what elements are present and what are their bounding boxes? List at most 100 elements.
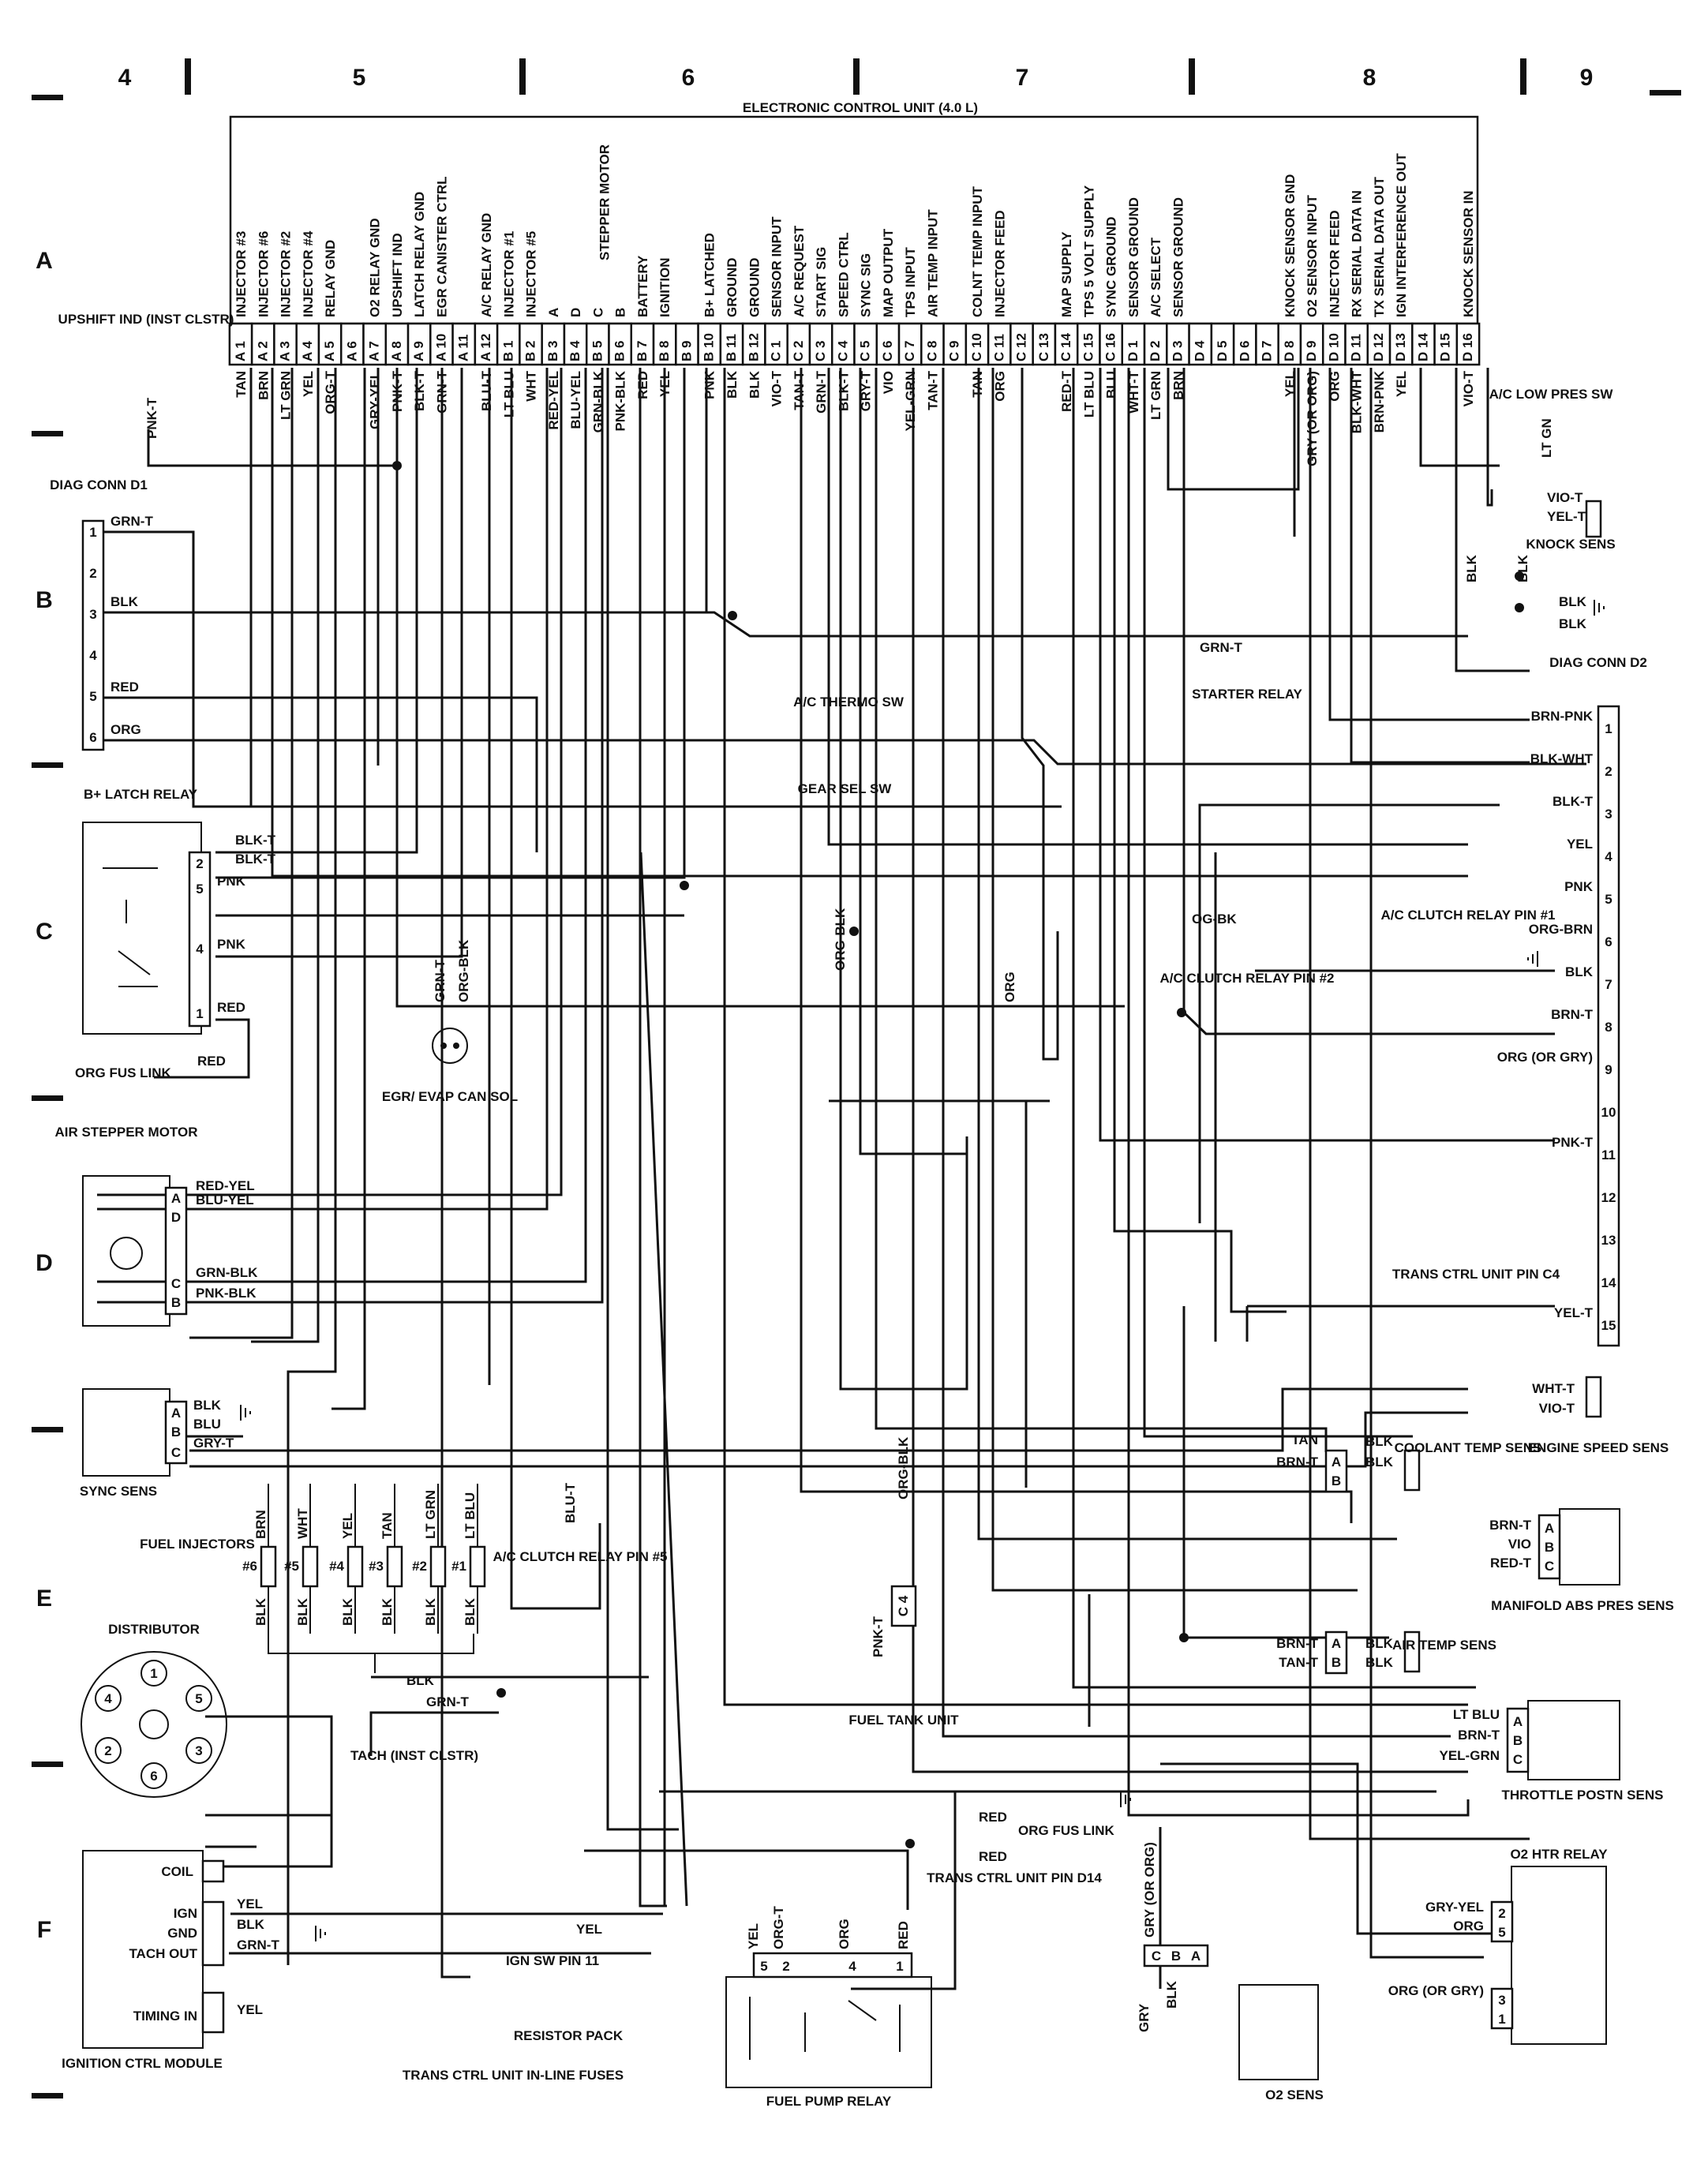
ecu-pin-id: C 15 (1081, 333, 1096, 361)
ecu-pin-wire: GRN-BLK (590, 370, 605, 432)
ecu-pin-wire: BRN-PNK (1372, 370, 1387, 432)
stepper-pin: D (171, 1210, 181, 1225)
ecu-pin-function: INJECTOR FEED (1327, 210, 1342, 317)
o2h-title: O2 HTR RELAY (1510, 1847, 1608, 1862)
ecu-pin-wire: BLK (725, 370, 740, 399)
ecu-pin-id: A 12 (478, 334, 493, 361)
d1-pin: 2 (89, 566, 96, 581)
d1-pin: 6 (89, 730, 96, 745)
stepper-wire: BLU-YEL (196, 1192, 254, 1207)
o2-title: O2 SENS (1265, 2087, 1324, 2102)
ecu-pin-id: A 9 (411, 341, 426, 361)
ecu-pin-cell (1299, 322, 1324, 366)
ecu-pin-wire: ORG-T (323, 370, 338, 414)
distributor-terminal-number: 6 (150, 1769, 157, 1784)
ecu-pin-function: TPS INPUT (903, 247, 918, 317)
injector-bottom-wire: BLK (253, 1597, 268, 1626)
latch-pin: 2 (196, 856, 203, 871)
ecu-pin-wire: YEL-GRN (903, 371, 918, 432)
ecu-pin-id: B 1 (500, 341, 515, 361)
cool-wire: BLK (1365, 1434, 1394, 1449)
air-wire: BRN-T (1276, 1636, 1318, 1651)
d2-wire: PNK-T (1552, 1135, 1594, 1150)
ecu-pin-id: C 13 (1036, 333, 1051, 361)
fp-wire: ORG-T (771, 1906, 786, 1949)
ecu-pin-cell (1054, 322, 1079, 366)
d2-pin: 5 (1605, 892, 1612, 907)
stepper-motor-bracket-label: STEPPER MOTOR (597, 144, 612, 260)
ecu-pin-function: A/C SELECT (1148, 237, 1163, 317)
d2-pin: 3 (1605, 807, 1612, 822)
upshift-ind: UPSHIFT IND (INST CLSTR) PNK-T (58, 312, 234, 439)
egr-label: EGR/ EVAP CAN SOL (382, 1089, 518, 1104)
ecu-pin-function: AIR TEMP INPUT (925, 209, 940, 317)
starter-relay: STARTER RELAY (1192, 687, 1302, 702)
ecu-pin-wire: PNK (702, 370, 717, 399)
ecu-pin-id: A 6 (344, 341, 359, 361)
ecu-pin-wire: BLK-WHT (1350, 370, 1365, 433)
distributor-terminal (185, 1737, 212, 1764)
ecu-pin-id: D 2 (1148, 341, 1163, 361)
ecu-pin-wire: WHT-T (1126, 370, 1141, 413)
ecu-pin-function: SYNC SIG (859, 253, 874, 317)
tank-wire: C 4 (896, 1595, 911, 1616)
trans-d14: TRANS CTRL UNIT PIN D14 (927, 1870, 1102, 1885)
upshift-label: UPSHIFT IND (INST CLSTR) (58, 312, 234, 327)
bottom-labels: IGN SW PIN 11 YEL RESISTOR PACK TRANS CT… (403, 1436, 1115, 2083)
ecu-pin-wire: GRY-YEL (368, 371, 383, 429)
d1-wire: ORG (110, 722, 141, 737)
air-pin: A (1332, 1636, 1341, 1651)
ecu-pin-wire: WHT (524, 370, 539, 401)
d2-wire: YEL (1567, 837, 1593, 852)
cool-pin: A (1332, 1455, 1341, 1469)
o2h-wire: ORG (1453, 1919, 1484, 1934)
ecu-pin-id: D 4 (1193, 340, 1208, 361)
air-temp: AIR TEMP SENS (1392, 1638, 1496, 1653)
d2-pin: 15 (1601, 1318, 1616, 1333)
ecu-pin-id: B 2 (523, 341, 538, 361)
d2-pin: 6 (1605, 934, 1612, 949)
upshift-wire: PNK-T (144, 397, 159, 439)
ecu-pin-wire: BLU (1104, 371, 1119, 399)
ecu-pin-id: B 10 (702, 333, 717, 361)
ecu-pin-function: INJECTOR #3 (234, 231, 249, 317)
ac-thermo: A/C THERMO SW (793, 695, 905, 709)
fuel-injectors: FUEL INJECTORS #6BRNBLK#5WHTBLK#4YELBLK#… (140, 1484, 486, 1673)
d1-wire: BLK (110, 594, 139, 609)
fp-title: FUEL PUMP RELAY (766, 2094, 892, 2109)
fp-pin: 2 (782, 1959, 789, 1974)
sync-wire: GRY-T (193, 1436, 234, 1451)
ign-sw-wire: YEL (576, 1922, 602, 1937)
sync-wire: BLK (193, 1398, 222, 1413)
ecu-pin-function: COLNT TEMP INPUT (970, 185, 985, 317)
ac-clutch-2: A/C CLUTCH RELAY PIN #2 (1159, 971, 1334, 986)
ecu-pin-id: A 3 (278, 341, 293, 361)
ecu-pin-id: C 11 (991, 334, 1006, 361)
injector-top-wire: WHT (295, 1508, 310, 1539)
ecu-pin-wire: BRN (256, 371, 271, 400)
egr-evap-sol: EGR/ EVAP CAN SOL GRN-T ORG-BLK (382, 939, 518, 1104)
tps-pin: B (1513, 1733, 1523, 1748)
ecu-pin-id: A 5 (322, 341, 337, 361)
throttle: THROTTLE POSTN SENS (1502, 1788, 1664, 1803)
injector-body (469, 1545, 486, 1588)
distributor-terminal (140, 1660, 167, 1687)
ecu-pin-function: IGN INTERFERENCE OUT (1394, 153, 1409, 317)
ecu-pin-cell (1166, 322, 1190, 366)
distributor-terminal-number: 1 (150, 1666, 157, 1681)
injector-bottom-wire: BLK (340, 1597, 355, 1626)
d2-frame (1597, 705, 1620, 1347)
fus-wire: RED (197, 1054, 226, 1069)
fp-wire: YEL (746, 1923, 761, 1949)
col-label: 9 (1580, 65, 1594, 91)
o2h-wire: GRY-YEL (1425, 1900, 1484, 1915)
ecu-pin-cell (228, 322, 253, 366)
ac-clutch-pin5: A/C CLUTCH RELAY PIN #5 BLU-T (493, 1482, 667, 1564)
ecu-pin-wire: VIO-T (1461, 370, 1476, 406)
ecu-pin-wire: YEL (1394, 371, 1409, 397)
ecu-pin-cell (451, 322, 477, 366)
ac-low-wire: LT GN (1539, 418, 1554, 458)
injector-top-wire: LT GRN (423, 1490, 438, 1539)
row-label: C (36, 919, 53, 945)
ecu-pin-cell (541, 322, 566, 366)
